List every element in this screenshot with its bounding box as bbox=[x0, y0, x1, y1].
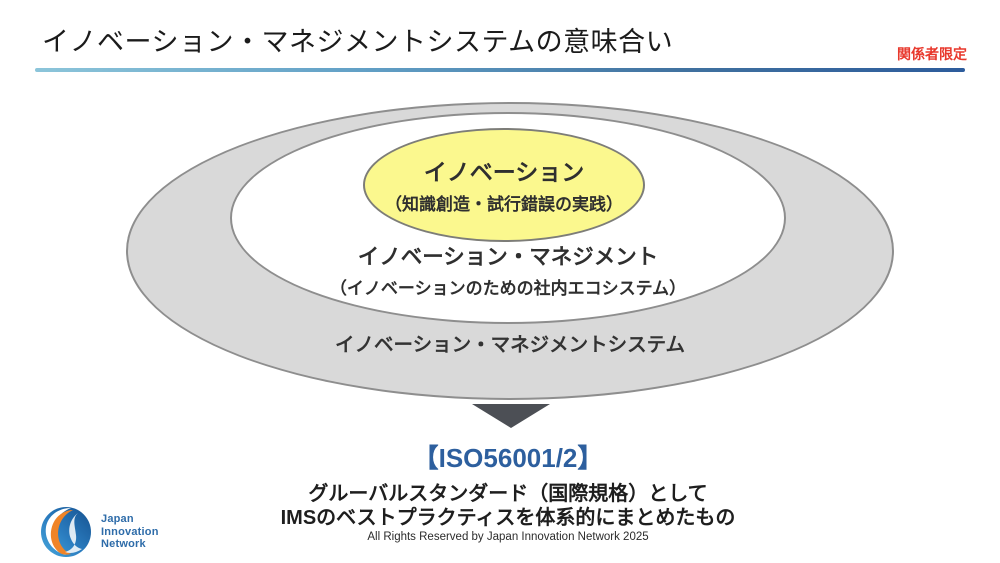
jin-globe-icon bbox=[41, 507, 91, 557]
page-title: イノベーション・マネジメントシステムの意味合い bbox=[42, 27, 674, 57]
inner-ellipse-subtitle: （知識創造・試行錯誤の実践） bbox=[385, 195, 623, 214]
confidential-badge: 関係者限定 bbox=[897, 46, 967, 62]
inner-ellipse-innovation bbox=[363, 128, 645, 242]
down-arrow-icon bbox=[472, 404, 550, 428]
jin-logo-text-line2: Innovation bbox=[101, 525, 159, 538]
conclusion-line-2: IMSのベストプラクティスを体系的にまとめたもの bbox=[280, 507, 736, 529]
jin-logo: Japan Innovation Network bbox=[40, 506, 159, 558]
iso-heading: 【ISO56001/2】 bbox=[412, 443, 604, 473]
conclusion-line-1: グルーバルスタンダード（国際規格）として bbox=[308, 483, 708, 505]
jin-logo-text-line3: Network bbox=[101, 538, 146, 551]
inner-ellipse-title: イノベーション bbox=[423, 159, 585, 185]
outer-ellipse-label: イノベーション・マネジメントシステム bbox=[334, 334, 686, 356]
title-divider bbox=[35, 68, 965, 72]
middle-ellipse-title: イノベーション・マネジメント bbox=[357, 245, 659, 269]
middle-ellipse-subtitle: （イノベーションのための社内エコシステム） bbox=[329, 279, 687, 298]
jin-logo-text: Japan Innovation Network bbox=[101, 513, 159, 552]
jin-logo-text-line1: Japan bbox=[101, 512, 134, 525]
copyright-note: All Rights Reserved by Japan Innovation … bbox=[367, 531, 649, 543]
